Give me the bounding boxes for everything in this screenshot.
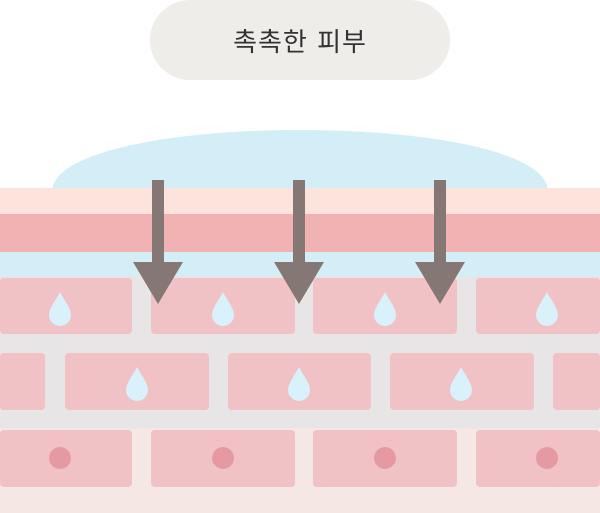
cell-row1: [476, 278, 600, 334]
cell-row2: [0, 353, 45, 410]
water-droplet-icon: [288, 367, 310, 401]
page-title: 촉촉한 피부: [233, 27, 367, 58]
cell-nucleus-dot: [374, 447, 396, 469]
water-droplet-icon: [374, 292, 396, 326]
down-arrow-shaft: [293, 180, 305, 262]
cell-nucleus-dot: [536, 447, 558, 469]
water-droplet-icon: [450, 367, 472, 401]
down-arrow-icon: [415, 262, 465, 304]
water-droplet-icon: [126, 367, 148, 401]
cell-nucleus-dot: [212, 447, 234, 469]
down-arrow-icon: [133, 262, 183, 304]
water-droplet-icon: [212, 292, 234, 326]
title-pill: 촉촉한 피부: [150, 0, 450, 80]
cell-row2: [553, 353, 600, 410]
down-arrow-shaft: [434, 180, 446, 262]
down-arrow-shaft: [152, 180, 164, 262]
water-droplet-icon: [536, 292, 558, 326]
down-arrow-icon: [274, 262, 324, 304]
water-droplet-icon: [49, 292, 71, 326]
cell-nucleus-dot: [49, 447, 71, 469]
moisture-film: [52, 130, 548, 190]
